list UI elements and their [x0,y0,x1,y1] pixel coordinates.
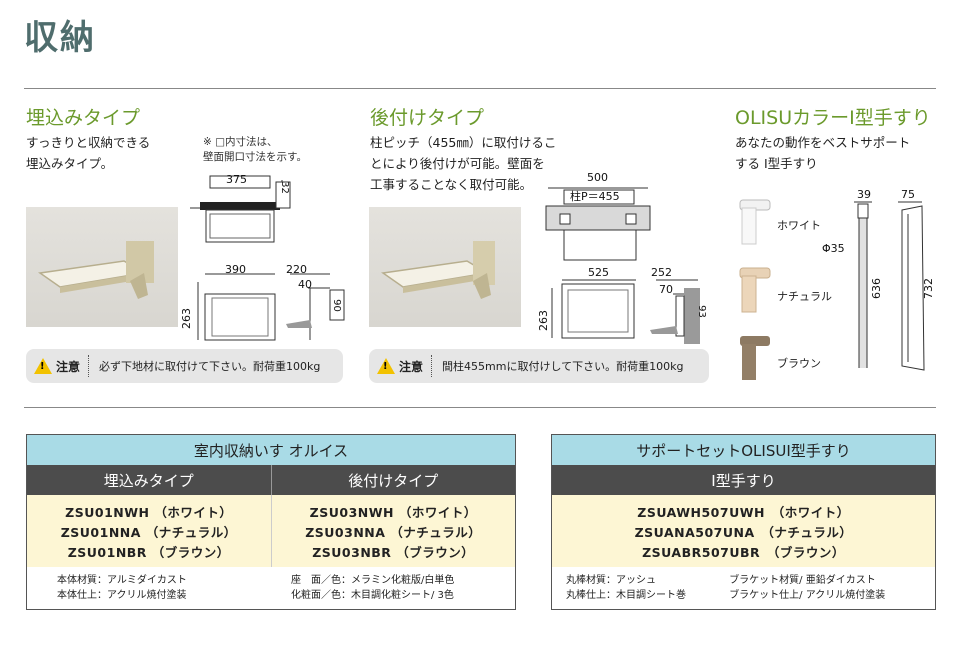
dim-636: 636 [870,278,883,299]
rail-footer-right: ブラケット材質/ 亜鉛ダイカスト ブラケット仕上/ アクリル焼付塗装 [729,575,886,601]
dim-93: 93 [695,305,707,318]
dim-pitch: 柱P＝455 [570,190,620,203]
builtin-diagram [190,175,345,341]
builtin-chair-image [38,241,154,299]
seat-table-title: 室内収納いす オルイス [27,435,515,465]
rail-col-header: I型手すり [711,471,776,490]
seat-col-surface-header: 後付けタイプ [348,471,439,490]
surface-chair-image [381,241,495,299]
seat-footer-left: 本体材質：アルミダイカスト 本体仕上：アクリル焼付塗装 [57,575,187,601]
caution-text: 必ず下地材に取付けて下さい。耐荷重100kg [99,360,321,373]
surface-photo [369,207,521,327]
color-white-label: ホワイト [777,219,821,232]
surface-heading: 後付けタイプ [370,107,485,129]
seat-builtin-item: ZSU01NWH （ホワイト） [65,505,233,520]
rail-product-table: サポートセットOLISUI型手すり I型手すり ZSUAWH507UWH （ホワ… [551,434,936,610]
caution-label: 注意 [399,359,424,374]
dim-40: 40 [298,278,312,291]
seat-surface-item: ZSU03NNA （ナチュラル） [305,525,482,540]
dim-220: 220 [286,263,307,276]
page-title: 収納 [24,18,96,58]
dim-phi35: Φ35 [822,242,845,255]
rail-item: ZSUABR507UBR （ブラウン） [642,545,845,560]
seat-footer-right: 座 面／色：メラミン化粧版/白単色 化粧面／色：木目調化粧シート/ 3色 [291,575,455,601]
builtin-photo [26,207,178,327]
dim-263: 263 [180,308,193,329]
dim-390: 390 [225,263,246,276]
dim-70: 70 [659,283,673,296]
handrail-description: あなたの動作をベストサポート する I型手すり [735,135,911,171]
dim-375: 375 [226,173,247,186]
dim-75: 75 [901,188,915,201]
rail-item: ZSUAWH507UWH （ホワイト） [637,505,850,520]
seat-col-builtin-header: 埋込みタイプ [27,465,272,495]
dim-252: 252 [651,266,672,279]
dim-732: 732 [922,278,935,299]
builtin-heading: 埋込みタイプ [26,107,141,129]
color-natural-label: ナチュラル [777,290,832,303]
dim-500: 500 [587,171,608,184]
builtin-note: ※ □内寸法は、 壁面開口寸法を示す。 [203,136,307,163]
surface-caution: ! 注意 間柱455mmに取付けして下さい。耐荷重100kg [369,349,709,383]
surface-description: 柱ピッチ（455㎜）に取付けるこ とにより後付けが可能。壁面を 工事することなく… [370,135,557,192]
builtin-caution: ! 注意 必ず下地材に取付けて下さい。耐荷重100kg [26,349,343,383]
handrail-heading: OLISUカラーI型手すり [735,107,931,129]
rail-table-title: サポートセットOLISUI型手すり [552,435,935,465]
caution-label: 注意 [56,359,81,374]
rail-footer-left: 丸棒材質：アッシュ 丸棒仕上：木目調シート巻 [566,575,686,601]
seat-builtin-item: ZSU01NBR （ブラウン） [67,545,230,560]
bottom-divider [24,407,936,408]
warning-icon: ! [377,358,395,374]
caution-text: 間柱455mmに取付けして下さい。耐荷重100kg [442,360,684,373]
surface-diagram [545,187,700,344]
color-brown-label: ブラウン [777,357,821,370]
dim-39: 39 [857,188,871,201]
handrail-diagram [854,201,925,371]
seat-product-table: 室内収納いす オルイス 埋込みタイプ 後付けタイプ ZSU01NWH （ホワイト… [26,434,516,610]
handrail-color-samples [739,199,771,380]
seat-builtin-item: ZSU01NNA （ナチュラル） [60,525,237,540]
rail-item: ZSUANA507UNA （ナチュラル） [634,525,853,540]
builtin-description: すっきりと収納できる 埋込みタイプ。 [26,135,151,171]
top-divider [24,88,936,89]
dim-525: 525 [588,266,609,279]
warning-icon: ! [34,358,52,374]
dim-90: 90 [330,299,342,312]
seat-surface-item: ZSU03NBR （ブラウン） [312,545,475,560]
dim-263-surface: 263 [537,310,550,331]
dim-32: 32 [278,181,290,194]
seat-surface-item: ZSU03NWH （ホワイト） [309,505,477,520]
